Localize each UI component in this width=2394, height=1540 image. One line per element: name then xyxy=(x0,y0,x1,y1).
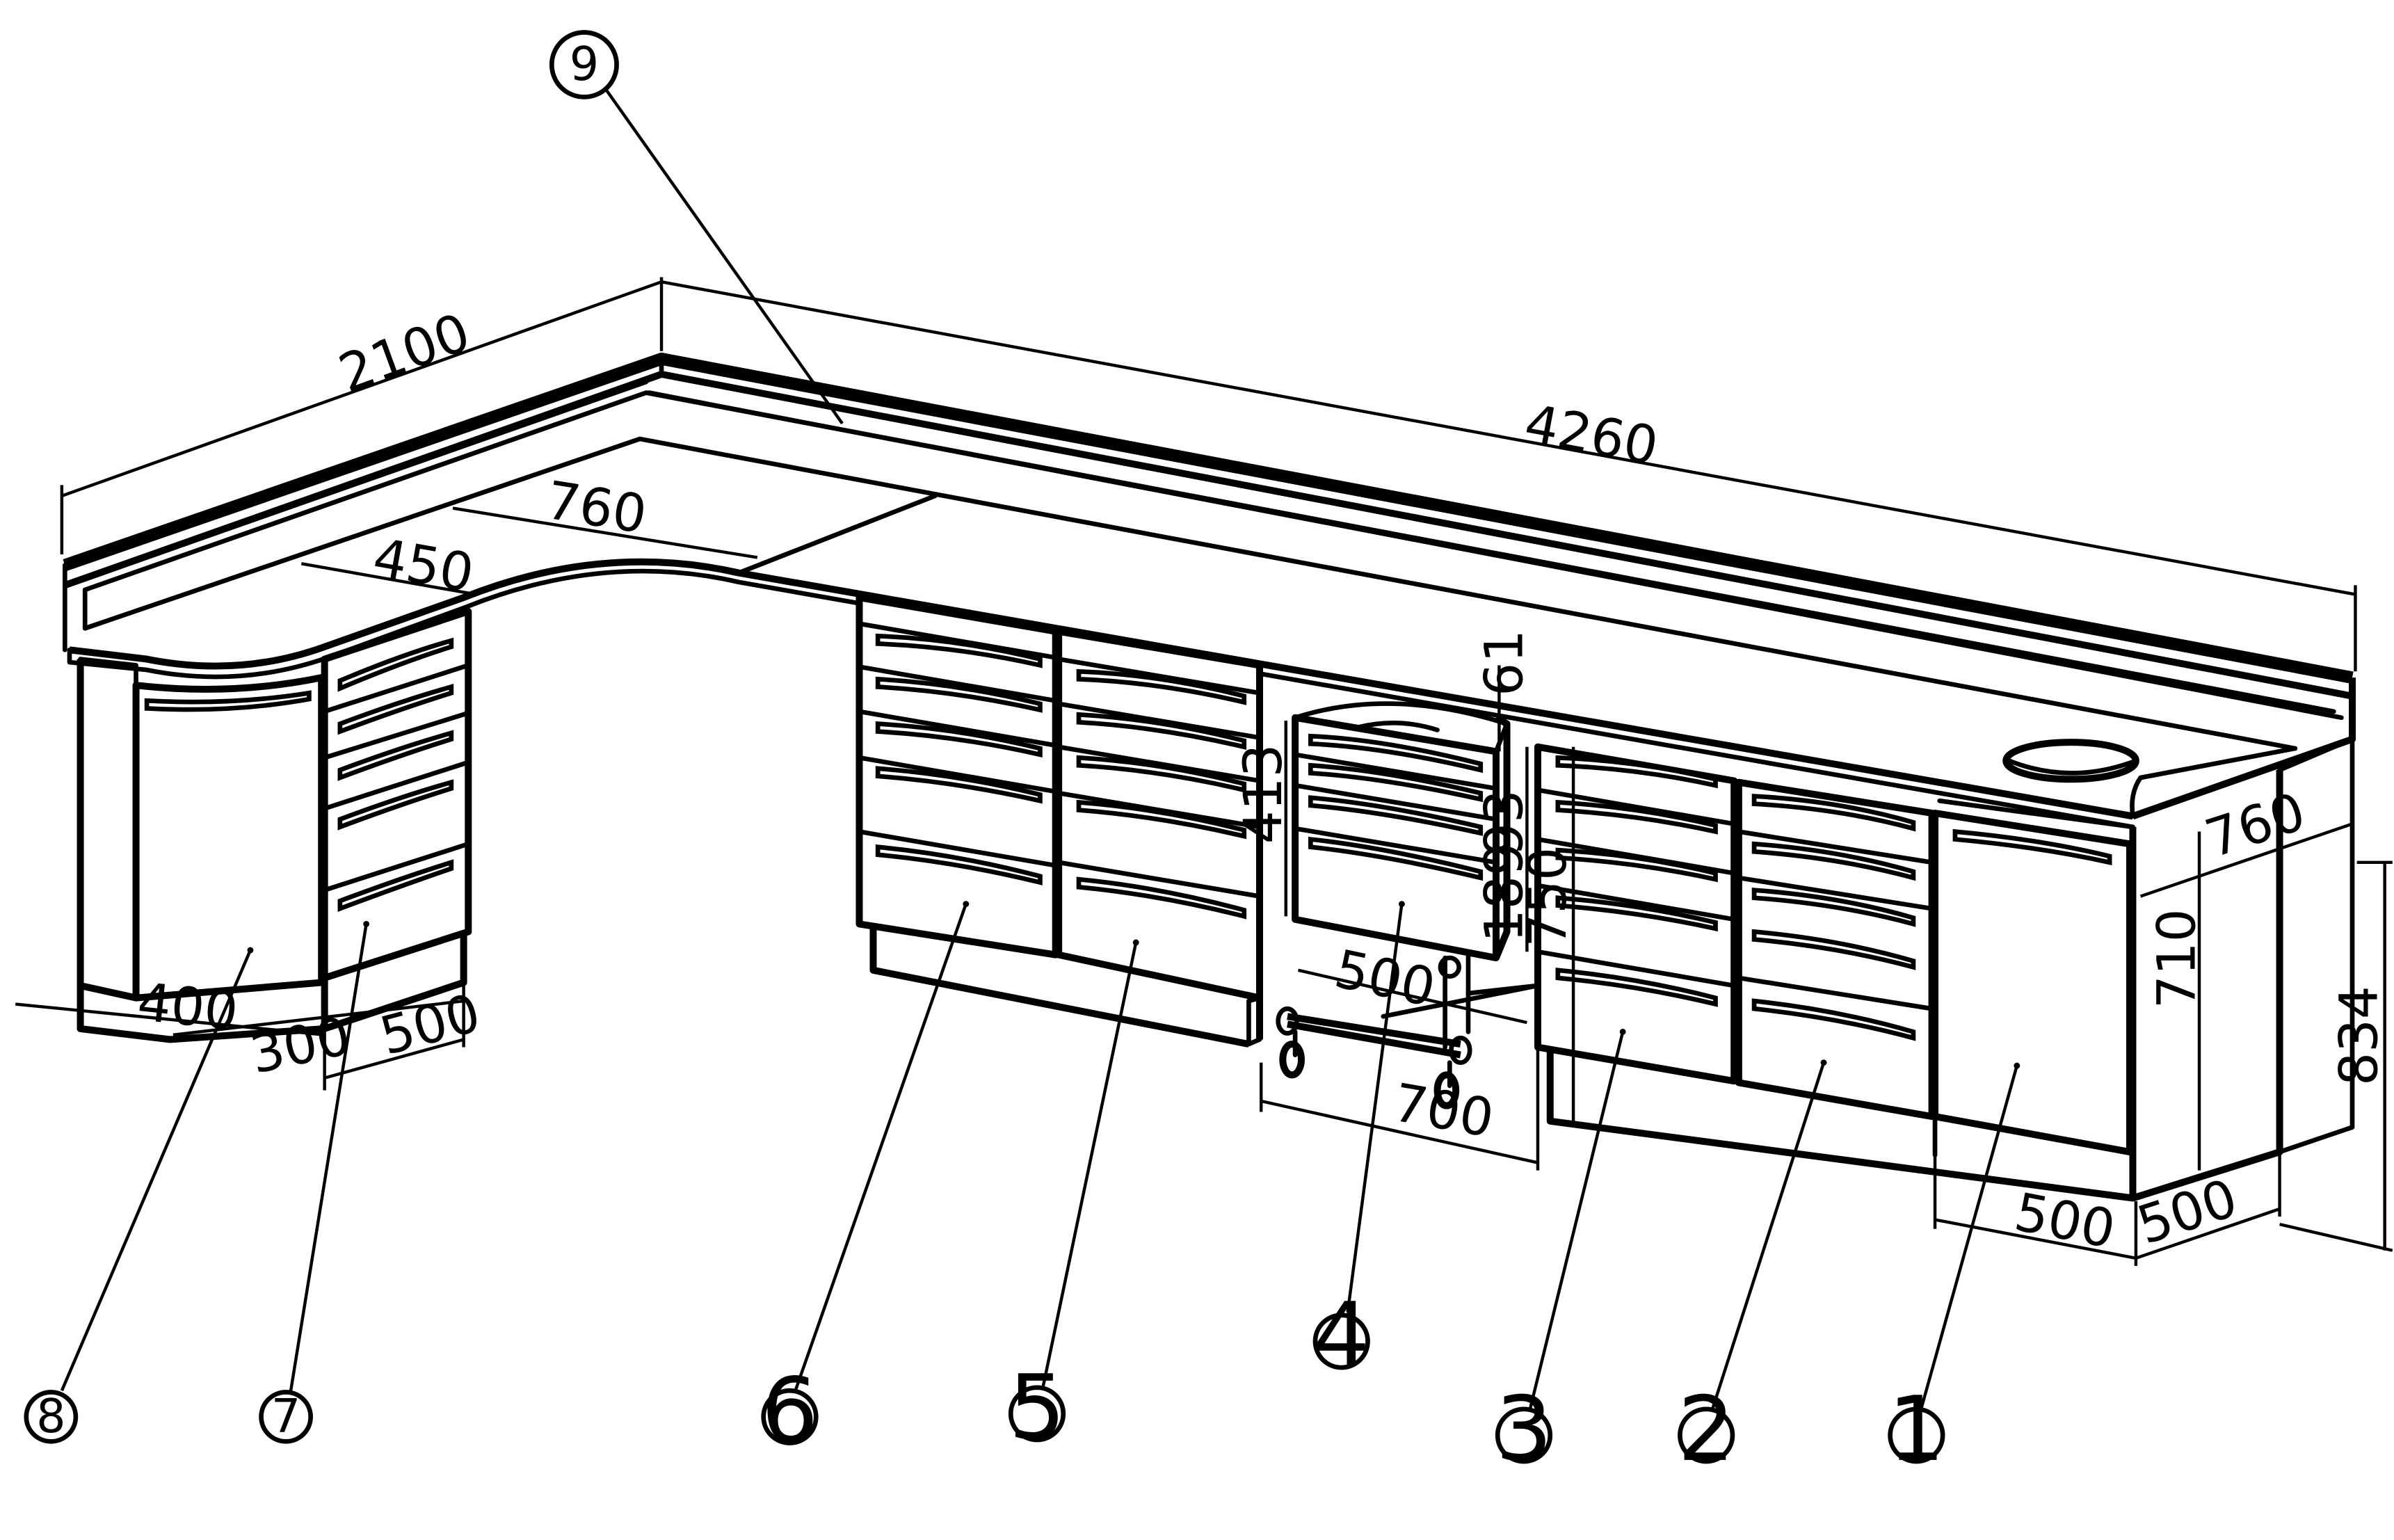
dim-760-top: 760 xyxy=(542,470,650,545)
dim-2100: 2100 xyxy=(331,301,478,404)
svg-text:8: 8 xyxy=(36,1389,65,1443)
cabinet-7 xyxy=(321,607,472,1032)
callout-8: 8 xyxy=(24,1389,79,1444)
svg-text:3: 3 xyxy=(1495,1378,1552,1482)
callout-2: 2 xyxy=(1678,1378,1735,1482)
cabinet-2 xyxy=(1735,778,1936,1121)
dim-710: 710 xyxy=(2146,908,2207,1009)
callout-1: 1 xyxy=(1888,1378,1945,1482)
svg-text:9: 9 xyxy=(570,37,599,91)
svg-text:2: 2 xyxy=(1678,1378,1735,1482)
callout-leaders xyxy=(60,88,2018,1410)
dim-413: 413 xyxy=(1232,744,1294,844)
dim-760-right: 760 xyxy=(2198,780,2312,869)
svg-text:7: 7 xyxy=(271,1389,300,1443)
dim-500-trolley: 500 xyxy=(1330,938,1440,1019)
cabinet-3 xyxy=(1534,743,2134,1202)
dim-500-left: 500 xyxy=(373,982,486,1067)
dim-700: 700 xyxy=(1389,1072,1498,1149)
svg-text:6: 6 xyxy=(761,1360,818,1463)
dim-189: 189 xyxy=(1474,842,1535,943)
dim-93: 93 xyxy=(1474,789,1535,856)
cabinet-6 xyxy=(855,594,1250,1048)
cabinet-8 xyxy=(77,657,326,1043)
svg-text:5: 5 xyxy=(1009,1356,1066,1460)
dim-834: 834 xyxy=(2328,986,2389,1086)
dim-450: 450 xyxy=(369,527,478,604)
callout-4: 4 xyxy=(1312,1284,1370,1388)
callouts: 9 1 2 3 4 5 6 7 xyxy=(24,30,1945,1482)
dim-500-right-2: 500 xyxy=(2130,1167,2244,1256)
cabinet-5 xyxy=(1055,627,1263,1047)
callout-9: 9 xyxy=(549,30,619,99)
svg-text:4: 4 xyxy=(1313,1284,1370,1388)
dim-400: 400 xyxy=(135,971,241,1042)
dimension-lines xyxy=(15,277,2393,1266)
dim-61: 61 xyxy=(1474,629,1535,696)
callout-5: 5 xyxy=(1008,1356,1066,1460)
dim-4260: 4260 xyxy=(1520,393,1662,477)
callout-6: 6 xyxy=(761,1360,819,1463)
svg-text:1: 1 xyxy=(1888,1378,1945,1482)
trolley-4 xyxy=(1276,701,1541,1109)
dim-750: 750 xyxy=(1517,847,1578,947)
callout-7: 7 xyxy=(259,1389,313,1444)
callout-3: 3 xyxy=(1495,1378,1553,1482)
cabinet-1 xyxy=(1931,798,2135,1157)
